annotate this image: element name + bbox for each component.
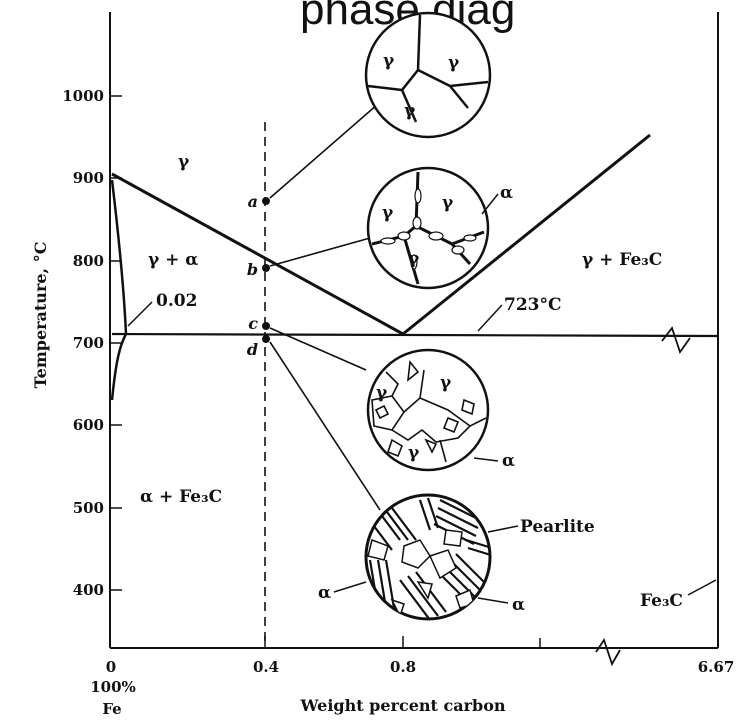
micrograph-d: α α — [318, 493, 525, 621]
point-a — [262, 197, 270, 205]
micrograph-b: γ γ γ α — [366, 166, 513, 290]
micrograph-c-label: γ — [376, 383, 388, 403]
y-tick-label: 400 — [73, 581, 104, 599]
arrow-723 — [477, 304, 503, 332]
y-tick-label: 1000 — [62, 87, 104, 105]
micrograph-a-label: γ — [404, 101, 416, 121]
micrograph-c-label: α — [502, 451, 515, 471]
point-c — [262, 322, 270, 330]
micrograph-d-label: α — [318, 583, 331, 603]
arrow-fe3c — [687, 579, 717, 596]
point-label-c: c — [248, 314, 258, 333]
x-origin-sub: 100% — [90, 678, 136, 696]
region-gamma: γ — [178, 152, 190, 172]
point-label-b: b — [247, 260, 258, 279]
micrograph-b-label: γ — [382, 203, 394, 223]
x-axis-label: Weight percent carbon — [299, 696, 505, 715]
micrograph-b-label: γ — [408, 249, 420, 269]
alpha-solubility-curve — [110, 333, 128, 401]
x-ticks — [264, 636, 541, 648]
region-alpha-fe3c: α + Fe₃C — [140, 487, 222, 507]
point-b — [262, 264, 270, 272]
acm-line — [402, 133, 651, 336]
y-tick-label: 900 — [73, 169, 104, 187]
micrograph-d-label: α — [512, 595, 525, 615]
annotation-pearlite: Pearlite — [520, 517, 595, 537]
line-break-mark — [661, 326, 691, 354]
micrograph-c-label: γ — [440, 373, 452, 393]
leader-b — [269, 237, 371, 267]
x-tick-label: 0 — [106, 658, 116, 676]
point-d — [262, 335, 270, 343]
y-ticks — [110, 95, 122, 591]
annotation-0.02: 0.02 — [156, 291, 197, 311]
x-origin-sub: Fe — [102, 700, 121, 718]
y-axis-label: Temperature, °C — [31, 242, 50, 389]
x-tick-label: 0.8 — [390, 658, 416, 676]
arrow-0.02 — [127, 301, 153, 327]
point-label-a: a — [248, 192, 258, 211]
region-gamma-alpha: γ + α — [148, 250, 198, 270]
leader-d — [269, 341, 381, 511]
annotation-723c: 723°C — [504, 295, 562, 315]
leader-c — [269, 327, 367, 371]
y-tick-label: 500 — [73, 499, 104, 517]
micrograph-a-label: γ — [383, 51, 395, 71]
point-label-d: d — [247, 340, 258, 359]
micrograph-b-label: γ — [442, 193, 454, 213]
micrograph-b-label: α — [500, 183, 513, 203]
a3-line — [111, 172, 404, 336]
region-gamma-fe3c: γ + Fe₃C — [582, 250, 662, 270]
eutectoid-line — [111, 332, 719, 338]
axis-break-mark — [595, 637, 621, 667]
annotation-fe3c: Fe₃C — [640, 591, 683, 611]
micrograph-a-label: γ — [448, 53, 460, 73]
micrograph-c: γ γ γ α — [366, 348, 515, 472]
alpha-solvus-curve — [110, 179, 128, 335]
leader-a — [269, 103, 379, 199]
y-tick-label: 700 — [73, 334, 104, 352]
y-tick-label: 800 — [73, 252, 104, 270]
x-tick-label: 0.4 — [253, 658, 279, 676]
micrograph-c-label: γ — [408, 443, 420, 463]
x-tick-label: 6.67 — [698, 658, 735, 676]
micrograph-a: γ γ γ — [364, 11, 492, 139]
y-tick-label: 600 — [73, 416, 104, 434]
